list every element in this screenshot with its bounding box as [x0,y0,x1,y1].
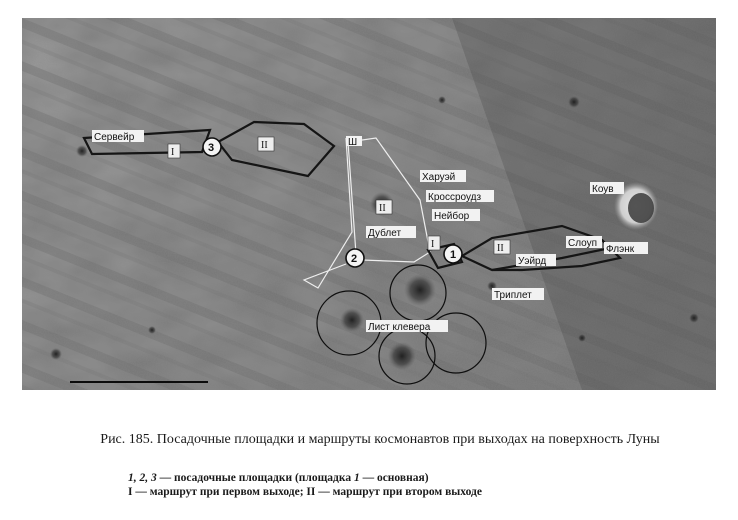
landing-site-2: 2 [345,248,365,268]
svg-text:I: I [171,147,174,158]
label-triplet: Триплет [492,288,544,301]
crater [148,326,156,334]
svg-text:Нейбор: Нейбор [434,210,470,222]
svg-text:Триплет: Триплет [494,290,532,301]
svg-text:Кроссроудз: Кроссроудз [428,192,481,203]
label-surveyor: Сервейр [92,130,144,143]
route-II-site1 [459,224,623,272]
legend-routes: I — маршрут при первом выходе; II — марш… [128,486,482,498]
crater [438,96,446,104]
crater [404,274,436,306]
svg-text:Харуэй: Харуэй [422,172,455,183]
route-I-site1 [426,242,464,270]
label-crossroads: Кроссроудз [426,190,494,203]
route-II-site3 [216,120,336,178]
svg-text:3: 3 [208,142,214,154]
landing-site-1: 1 [443,244,463,264]
svg-text:I: I [431,239,434,250]
crater [388,342,416,370]
label-cloverleaf: Лист клевера [366,320,448,333]
svg-text:1: 1 [450,249,456,261]
figure-caption-title: Рис. 185. Посадочные площадки и маршруты… [100,432,660,447]
label-cove: Коув [590,182,624,195]
svg-text:Флэнк: Флэнк [606,244,635,255]
route-I-site3 [82,128,212,156]
label-doublet: Дублет [366,226,416,239]
label-slope: Слоуп [566,236,602,249]
crater [689,313,699,323]
svg-text:II: II [497,243,504,254]
legend-main-site: 1 [353,472,360,484]
route-II-site1-return [491,244,621,272]
label-ward: Уэйрд [516,254,556,267]
legend-sites-end: — основная) [359,472,429,484]
crater [578,334,586,342]
svg-text:Коув: Коув [592,184,614,195]
route-marker-II-west: II [257,136,275,152]
route-I-site2 [302,137,353,289]
crater [340,308,364,332]
cloverleaf-circle [425,312,487,374]
crater [568,96,580,108]
svg-text:Лист клевера: Лист клевера [368,322,431,333]
label-harvey: Харуэй [420,170,466,183]
route-marker-I-west: I [167,143,181,159]
lunar-surface-photo: Сервейр Ш Харуэй Кроссроудз Нейбор Дубле… [22,18,716,390]
label-flank: Флэнк [604,242,648,255]
route-marker-II-middle: II [375,199,393,215]
svg-text:2: 2 [351,253,357,265]
svg-text:Ш: Ш [348,137,357,148]
crater [76,145,88,157]
svg-text:II: II [379,203,386,214]
landing-site-3: 3 [202,137,222,157]
svg-text:Слоуп: Слоуп [568,238,597,249]
svg-text:Сервейр: Сервейр [94,132,135,143]
legend-landing-sites: 1, 2, 3 — посадочные площадки (площадка … [128,472,429,484]
svg-text:Дублет: Дублет [368,227,401,239]
route-marker-II-east: II [493,239,511,255]
legend-sites-text: — посадочные площадки (площадка [156,472,354,484]
label-rim: Ш [346,136,362,148]
svg-text:II: II [261,140,268,151]
label-neighbor: Нейбор [432,209,480,222]
legend-site-numbers: 1, 2, 3 [128,472,157,484]
route-marker-I-middle: I [427,235,441,251]
crater [50,348,62,360]
svg-text:Уэйрд: Уэйрд [518,256,546,267]
